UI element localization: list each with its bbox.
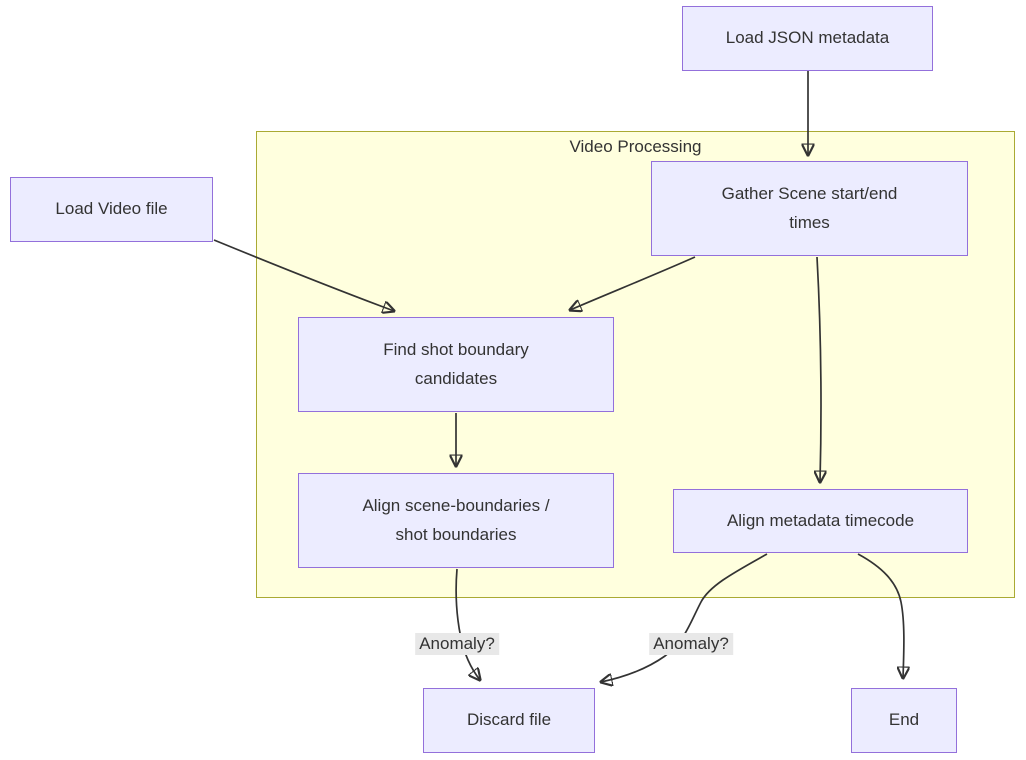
edge-align-meta-to-discard: [601, 554, 767, 682]
node-align-metadata-timecode: Align metadata timecode: [673, 489, 968, 553]
node-find-shot-boundary-candidates: Find shot boundary candidates: [298, 317, 614, 412]
node-align-scene-shot-boundaries: Align scene-boundaries / shot boundaries: [298, 473, 614, 568]
edge-align-meta-to-end: [858, 554, 904, 678]
node-label: Gather Scene start/end times: [722, 180, 898, 238]
edge-align-scene-to-discard: [456, 569, 480, 680]
node-label: Align metadata timecode: [727, 507, 914, 536]
node-load-json-metadata: Load JSON metadata: [682, 6, 933, 71]
edge-gather-to-find-shot: [570, 257, 695, 310]
node-label: Find shot boundary candidates: [383, 336, 529, 394]
edge-gather-to-align-meta: [817, 257, 821, 482]
node-end: End: [851, 688, 957, 753]
node-discard-file: Discard file: [423, 688, 595, 753]
node-label: Align scene-boundaries / shot boundaries: [362, 492, 549, 550]
edge-label-anomaly-left: Anomaly?: [415, 633, 499, 655]
node-label: Load Video file: [55, 195, 167, 224]
node-load-video-file: Load Video file: [10, 177, 213, 242]
edge-label-anomaly-right: Anomaly?: [649, 633, 733, 655]
node-label: Discard file: [467, 706, 551, 735]
node-label: End: [889, 706, 919, 735]
node-gather-scene-times: Gather Scene start/end times: [651, 161, 968, 256]
edge-load-video-to-find-shot: [214, 240, 394, 311]
node-label: Load JSON metadata: [726, 24, 889, 53]
